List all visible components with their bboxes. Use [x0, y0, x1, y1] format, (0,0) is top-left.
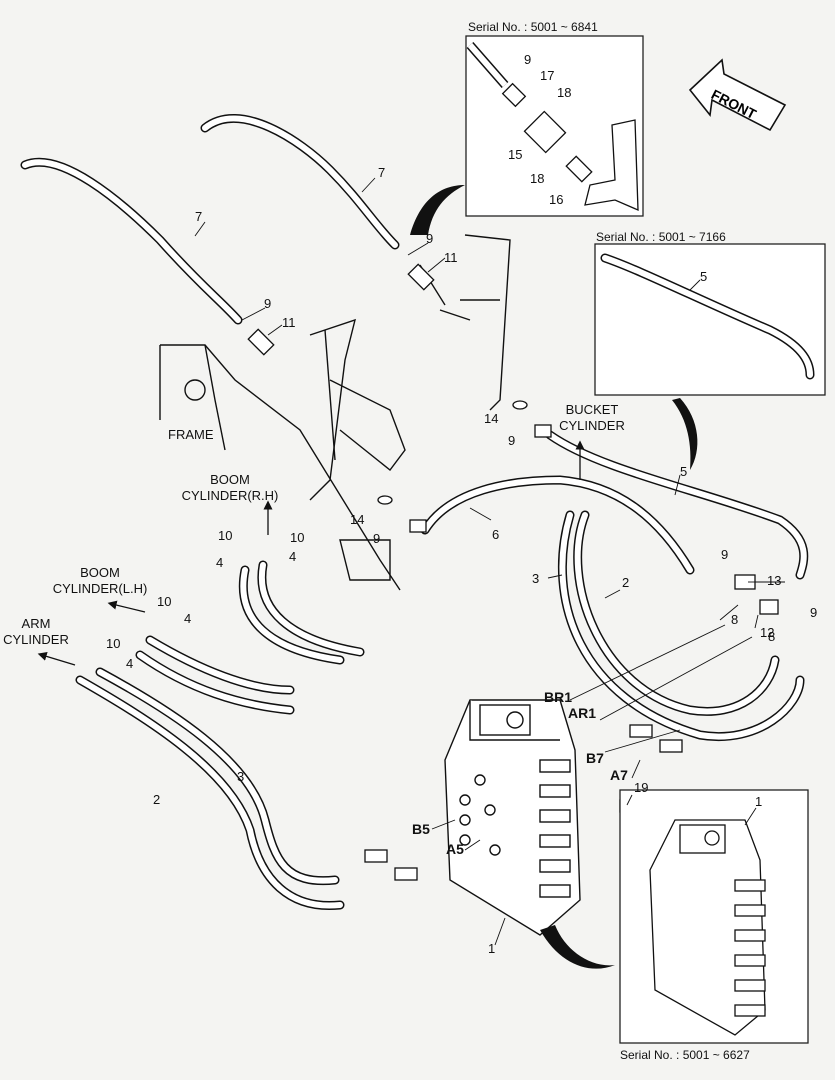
callout-14-b: 14	[350, 512, 365, 527]
front-arrow-icon	[688, 58, 787, 132]
callout-swoosh-bottom	[540, 925, 615, 969]
callout-4-d: 4	[126, 656, 134, 671]
callout-9-lower: 9	[373, 531, 381, 546]
port-a5: A5	[446, 841, 464, 857]
callout-9-mid: 9	[508, 433, 516, 448]
callout-11-left: 11	[282, 315, 296, 330]
boom-lh-line-2: CYLINDER(L.H)	[52, 581, 148, 597]
callout-6: 6	[492, 527, 500, 542]
valve-spools	[539, 759, 571, 898]
arm-label: ARM CYLINDER	[0, 616, 72, 649]
callout-2-right: 2	[622, 575, 630, 590]
callout-4-a: 4	[216, 555, 224, 570]
bucket-label: BUCKET CYLINDER	[552, 402, 632, 435]
inset-top-parts	[466, 42, 639, 212]
control-valve-main	[444, 699, 581, 936]
frame-label: FRAME	[168, 427, 214, 442]
hose-4-d	[135, 650, 295, 715]
callout-16: 16	[549, 192, 564, 207]
arm-line-2: CYLINDER	[3, 632, 69, 648]
callout-13: 13	[767, 573, 782, 588]
valve-ports	[459, 774, 501, 856]
leader-lines	[194, 177, 785, 946]
callout-7-left: 7	[195, 209, 203, 224]
callout-3-left: 3	[237, 769, 245, 784]
hose-4-c	[145, 635, 295, 695]
callout-10-a: 10	[218, 528, 233, 543]
hose-7-left	[20, 157, 243, 325]
boom-rh-label: BOOM CYLINDER(R.H)	[175, 472, 285, 505]
bucket-line-2: CYLINDER	[559, 418, 625, 434]
port-a7: A7	[610, 767, 628, 783]
callout-5-main: 5	[680, 464, 688, 479]
callout-12: 12	[760, 625, 775, 640]
callout-15: 15	[508, 147, 523, 162]
inset-right-serial: Serial No. : 5001 ~ 7166	[596, 230, 726, 244]
fitting-11-left	[247, 328, 275, 356]
callout-4-b: 4	[289, 549, 297, 564]
hose-2-left	[75, 675, 345, 911]
hose-6	[420, 475, 695, 575]
callout-9-left: 9	[264, 296, 272, 311]
boom-lh-line-1: BOOM	[80, 565, 120, 580]
callout-19: 19	[634, 780, 649, 795]
boom-rh-line-2: CYLINDER(R.H)	[181, 488, 279, 504]
callout-10-b: 10	[290, 530, 305, 545]
callout-5-inset: 5	[700, 269, 708, 284]
callout-3-right: 3	[532, 571, 540, 586]
callout-swoosh-right	[672, 398, 698, 470]
inset-bottom-valve	[649, 819, 766, 1036]
callout-14-a: 14	[484, 411, 499, 426]
boom-lh-label: BOOM CYLINDER(L.H)	[45, 565, 155, 598]
callout-9-b: 9	[810, 605, 818, 620]
callout-1-main: 1	[488, 941, 496, 956]
callout-1-inset: 1	[755, 794, 763, 809]
port-br1: BR1	[544, 689, 573, 705]
boom-rh-line-1: BOOM	[210, 472, 250, 487]
fitting-11-right	[407, 263, 435, 291]
inset-top-serial: Serial No. : 5001 ~ 6841	[468, 20, 598, 34]
callout-18-b: 18	[530, 171, 545, 186]
callout-8-a: 8	[731, 612, 739, 627]
callout-9-a: 9	[721, 547, 729, 562]
callout-10-c: 10	[157, 594, 172, 609]
inset-bottom-serial: Serial No. : 5001 ~ 6627	[620, 1048, 750, 1062]
callout-9-right: 9	[426, 231, 434, 246]
fitting-12	[759, 599, 779, 615]
callout-18-a: 18	[557, 85, 572, 100]
port-ar1: AR1	[568, 705, 597, 721]
fittings	[247, 263, 779, 881]
callout-4-c: 4	[184, 611, 192, 626]
port-b7: B7	[586, 750, 604, 766]
callout-8-b: 8	[768, 629, 776, 644]
port-b5: B5	[412, 821, 430, 837]
callout-10-d: 10	[106, 636, 121, 651]
frame-structure	[159, 234, 511, 591]
callout-9-inset: 9	[524, 52, 532, 67]
callout-2-left: 2	[153, 792, 161, 807]
arm-line-1: ARM	[21, 616, 51, 631]
callout-7-right: 7	[378, 165, 386, 180]
direction-arrows	[37, 440, 585, 666]
callout-11-right: 11	[444, 250, 458, 265]
callout-swoosh-top	[410, 185, 465, 235]
callout-17: 17	[540, 68, 555, 83]
bucket-line-1: BUCKET	[565, 402, 619, 417]
hose-7-right	[200, 114, 400, 250]
